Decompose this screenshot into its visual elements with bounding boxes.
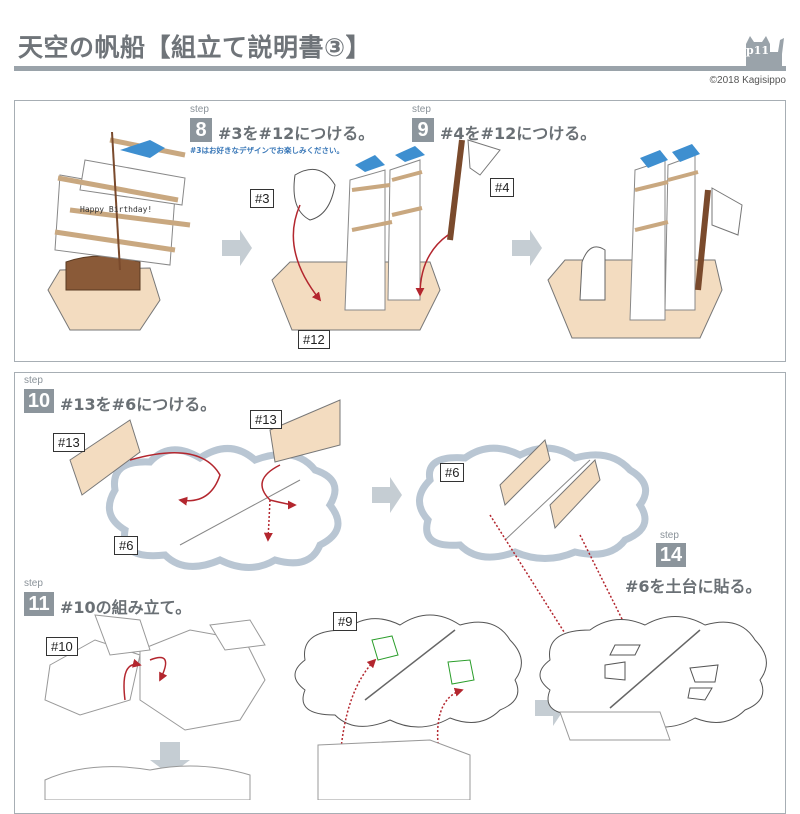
step-9-number: 9	[412, 118, 434, 142]
step-11-label: step	[24, 578, 43, 589]
step-10-label: step	[24, 375, 43, 386]
step-11-number: 11	[24, 592, 54, 616]
part-tag-9: #9	[333, 612, 358, 631]
part-tag-6a: #6	[114, 536, 139, 555]
part-tag-10: #10	[46, 637, 78, 656]
part-tag-3: #3	[250, 189, 275, 208]
step-14-text: #6を土台に貼る。	[625, 577, 762, 596]
step-11-text: #10の組み立て。	[60, 598, 192, 617]
part-tag-13a: #13	[53, 433, 85, 452]
step-10-text: #13を#6につける。	[60, 395, 217, 414]
step-9-label: step	[412, 104, 431, 115]
piece-illustration-11	[44, 614, 266, 800]
page-title: 天空の帆船【組立て説明書③】	[18, 33, 372, 62]
page-number: p11	[746, 44, 769, 57]
step-14-number: 14	[656, 543, 686, 567]
part-tag-13b: #13	[250, 410, 282, 429]
step-8-note: #3はお好きなデザインでお楽しみください。	[190, 146, 345, 155]
sail-text: Happy Birthday!	[80, 205, 152, 214]
step-14-label: step	[660, 530, 679, 541]
cat-silhouette-icon	[746, 36, 784, 66]
step-8-text: #3を#12につける。	[218, 124, 375, 143]
flow-arrow-2	[512, 230, 542, 266]
cloud-illustration-9	[294, 614, 522, 800]
part-tag-12: #12	[298, 330, 330, 349]
part-tag-6b: #6	[440, 463, 465, 482]
cloud-illustration-10b	[416, 439, 661, 697]
step-8-number: 8	[190, 118, 212, 142]
flow-arrow-1	[222, 230, 252, 266]
step-8-label: step	[190, 104, 209, 115]
ship-illustration-birthday	[47, 131, 191, 331]
ship-illustration-complete	[547, 144, 743, 339]
copyright: ©2018 Kagisippo	[709, 75, 786, 86]
step-10-number: 10	[24, 389, 54, 413]
flow-arrow-3	[372, 477, 402, 513]
page-number-badge: p11	[742, 30, 786, 66]
base-illustration-14	[539, 616, 767, 741]
part-tag-4: #4	[490, 178, 515, 197]
header-divider	[14, 66, 786, 71]
ship-illustration-assembly	[271, 139, 501, 331]
cloud-illustration-10a	[69, 399, 342, 571]
step-9-text: #4を#12につける。	[440, 124, 597, 143]
